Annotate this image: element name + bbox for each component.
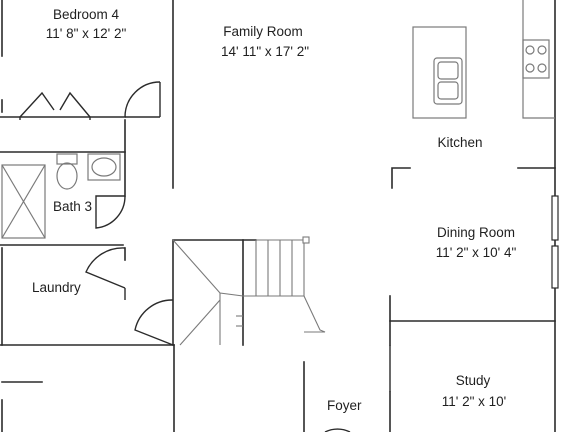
- kitchen-name: Kitchen: [437, 135, 483, 150]
- laundry-name: Laundry: [32, 280, 81, 295]
- dining-study-wall: [389, 295, 556, 432]
- staircase-icon: [172, 236, 326, 346]
- bath-3-walls: [0, 119, 126, 246]
- cooktop-icon: [522, 39, 550, 79]
- kitchen-dining-opening: [391, 167, 556, 189]
- stair-walls: [172, 239, 305, 432]
- bath-3-name: Bath 3: [53, 199, 93, 214]
- bifold-closet-door-icon: [19, 91, 91, 120]
- door-swings: [85, 81, 391, 432]
- dining-room-name: Dining Room: [436, 225, 516, 240]
- toilet-icon: [56, 153, 78, 190]
- study-name: Study: [455, 373, 491, 388]
- kitchen-island: [412, 26, 467, 119]
- counter: [522, 0, 555, 119]
- dining-room-size: 11' 2" x 10' 4": [435, 245, 517, 260]
- sink-icon: [87, 153, 121, 181]
- family-room-name: Family Room: [223, 24, 303, 39]
- study-size: 11' 2" x 10': [441, 394, 507, 409]
- door-swing-icon: [124, 81, 161, 118]
- door-swing-icon: [95, 195, 126, 229]
- foyer-name: Foyer: [327, 398, 362, 413]
- door-swing-icon: [324, 428, 351, 432]
- bedroom-4-size: 11' 8" x 12' 2": [45, 26, 127, 41]
- door-swing-icon: [85, 247, 126, 289]
- bedroom-4-name: Bedroom 4: [52, 7, 120, 22]
- window-icon: [551, 195, 559, 289]
- laundry-walls: [0, 247, 175, 432]
- family-room-size: 14' 11" x 17' 2": [220, 44, 310, 59]
- island-sink-icon: [433, 57, 463, 105]
- shower-icon: [1, 164, 46, 239]
- door-swing-icon: [134, 299, 174, 346]
